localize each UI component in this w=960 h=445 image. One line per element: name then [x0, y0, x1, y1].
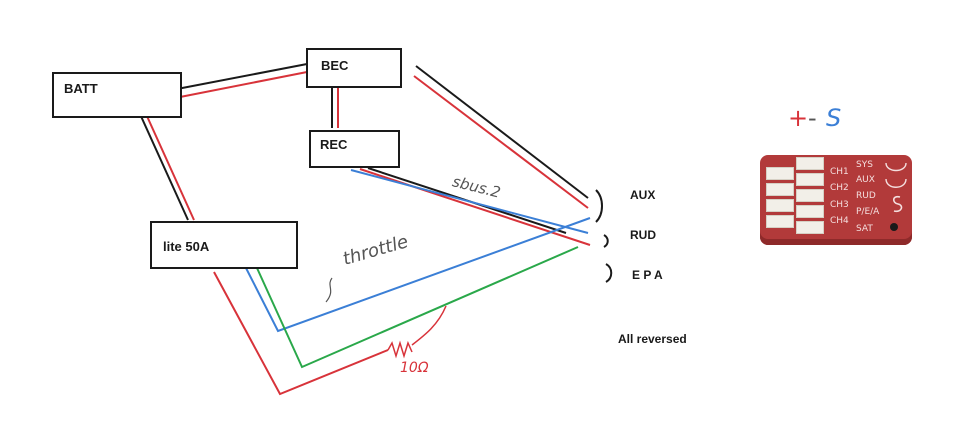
- receiver-pin: [796, 157, 824, 170]
- receiver-rud: RUD: [856, 191, 876, 201]
- receiver-sys: SYS: [856, 160, 873, 170]
- esc-resistor-red-wire: [213, 271, 389, 396]
- polarity-signal: S: [826, 104, 842, 132]
- polarity-plus: +: [788, 104, 809, 132]
- receiver-logo: [885, 162, 907, 213]
- rud-bracket: [603, 234, 609, 248]
- receiver-photo: CH1 CH2 CH3 CH4 SYS AUX RUD P/E/A SAT: [760, 155, 912, 245]
- esc-epa-green-wire: [256, 246, 579, 369]
- aux-label: AUX: [630, 188, 656, 202]
- receiver-ch1: CH1: [830, 167, 849, 177]
- esc-box: lite 50A: [150, 221, 298, 269]
- resistor-zigzag: [387, 340, 413, 359]
- bec-aux-black-wire: [415, 65, 589, 199]
- receiver-pin: [796, 221, 824, 234]
- resistor-value: 10Ω: [400, 360, 429, 376]
- receiver-led: [890, 223, 898, 231]
- receiver-aux: AUX: [856, 175, 875, 185]
- batt-bec-red-wire: [174, 71, 308, 99]
- epa-label: E P A: [632, 268, 663, 282]
- aux-bracket: [595, 189, 603, 223]
- bec-label: BEC: [321, 58, 349, 73]
- receiver-pin: [766, 199, 794, 212]
- esc-throttle-blue-wire: [245, 217, 591, 333]
- receiver-ch3: CH3: [830, 200, 849, 210]
- batt-label: BATT: [64, 81, 98, 96]
- rec-rud-blue-wire: [350, 169, 589, 234]
- esc-label: lite 50A: [163, 239, 210, 254]
- batt-box: BATT: [52, 72, 182, 118]
- polarity-minus: -: [808, 104, 817, 132]
- rec-label: REC: [320, 137, 348, 152]
- throttle-pointer: [325, 277, 333, 303]
- receiver-ch2: CH2: [830, 183, 849, 193]
- epa-bracket: [605, 263, 613, 283]
- receiver-pin: [766, 167, 794, 180]
- resistor-arrow: [411, 305, 447, 346]
- bec-box: BEC: [306, 48, 402, 88]
- receiver-pin: [796, 189, 824, 202]
- batt-esc-red-wire: [145, 113, 195, 221]
- batt-bec-black-wire: [176, 63, 308, 90]
- receiver-pin: [766, 215, 794, 228]
- receiver-pea: P/E/A: [856, 207, 880, 217]
- rud-label: RUD: [630, 228, 656, 242]
- receiver-sat: SAT: [856, 224, 873, 234]
- all-reversed-note: All reversed: [618, 332, 687, 346]
- rec-box: REC: [309, 130, 400, 168]
- batt-esc-black-wire: [139, 113, 189, 221]
- bec-aux-red-wire: [413, 75, 589, 209]
- receiver-pin: [796, 205, 824, 218]
- receiver-ch4: CH4: [830, 216, 849, 226]
- receiver-pin: [796, 173, 824, 186]
- receiver-pin: [766, 183, 794, 196]
